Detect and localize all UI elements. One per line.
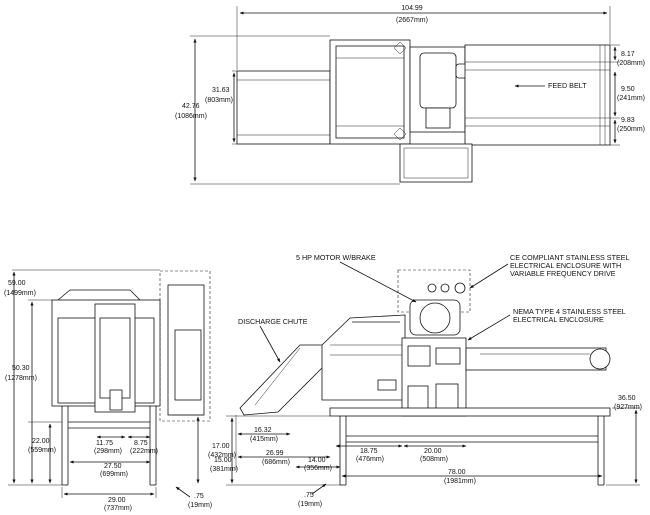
dim-top-depth: 42.76 (182, 103, 200, 110)
dim-side-len: 78.00 (448, 469, 466, 476)
dim-side-e: 20.00 (424, 448, 442, 455)
dim-end-side: 17.00 (212, 443, 230, 450)
end-view: 59.00 (1499mm) 50.30 (1278mm) 22.00 (559… (4, 269, 236, 512)
dim-end-c: 27.50 (104, 463, 122, 470)
dim-end-leg: 22.00 (32, 438, 50, 445)
dim-belt-a-mm: (208mm) (617, 60, 645, 67)
dim-side-d-mm: (476mm) (356, 456, 384, 463)
dim-side-e-mm: (508mm) (420, 456, 448, 463)
dim-side-b-mm: (686mm) (262, 459, 290, 466)
dim-end-side-mm: (432mm) (208, 452, 236, 459)
nema-label-2: ELECTRICAL ENCLOSURE (513, 315, 604, 324)
dim-end-a-mm: (298mm) (94, 448, 122, 455)
dim-side-c: 14.00 (308, 457, 326, 464)
dim-side-b: 26.99 (266, 450, 284, 457)
dim-end-base: 29.00 (108, 497, 126, 504)
dim-top-inner: 31.63 (212, 87, 230, 94)
ce-label-2: ELECTRICAL ENCLOSURE WITH (510, 261, 621, 270)
dim-end-b-mm: (222mm) (130, 448, 158, 455)
dim-end-c-mm: (699mm) (100, 471, 128, 478)
ce-label-3: VARIABLE FREQUENCY DRIVE (510, 269, 616, 278)
nema-label-1: NEMA TYPE 4 STAINLESS STEEL (513, 307, 626, 316)
dim-side-height: 36.50 (618, 395, 636, 402)
dim-side-len-mm: (1981mm) (444, 478, 476, 485)
dim-side-c-mm: (356mm) (304, 465, 332, 472)
dim-end-mid: 50.30 (12, 365, 30, 372)
dim-side-low-mm: (381mm) (210, 466, 238, 473)
dim-end-b: 8.75 (134, 440, 148, 447)
ce-label-1: CE COMPLIANT STAINLESS STEEL (510, 253, 630, 262)
dim-top-width-mm: (2667mm) (396, 17, 428, 24)
dim-side-a-mm: (415mm) (250, 436, 278, 443)
dim-end-base-mm: (737mm) (104, 505, 132, 512)
feed-belt-label: FEED BELT (548, 81, 587, 90)
dim-top-inner-mm: (803mm) (205, 97, 233, 104)
top-view: FEED BELT 104.99 (2667mm) 42.76 (1086mm)… (175, 5, 645, 185)
dim-end-mid-mm: (1278mm) (5, 375, 37, 382)
motor-label: 5 HP MOTOR W/BRAKE (296, 253, 376, 262)
dim-end-a: 11.75 (96, 440, 113, 447)
dim-side-height-mm: (927mm) (614, 404, 642, 411)
dim-end-height-mm: (1499mm) (4, 290, 36, 297)
side-view: 5 HP MOTOR W/BRAKE CE COMPLIANT STAINLES… (210, 253, 642, 508)
dim-belt-c-mm: (250mm) (617, 126, 645, 133)
dim-side-low: 15.00 (214, 457, 232, 464)
dim-belt-c: 9.83 (621, 117, 635, 124)
dim-top-width: 104.99 (401, 5, 423, 12)
dim-side-foot-mm: (19mm) (298, 501, 322, 508)
chute-label: DISCHARGE CHUTE (238, 317, 308, 326)
dim-side-a: 16.32 (254, 427, 272, 434)
dim-side-d: 18.75 (360, 448, 378, 455)
dim-side-foot: .75 (304, 492, 314, 499)
dim-end-height: 59.00 (8, 280, 26, 287)
dim-end-foot: .75 (194, 493, 204, 500)
dim-belt-b: 9.50 (621, 86, 635, 93)
dim-end-leg-mm: (559mm) (28, 447, 56, 454)
dim-belt-b-mm: (241mm) (617, 95, 645, 102)
dim-belt-a: 8.17 (621, 51, 635, 58)
dim-top-depth-mm: (1086mm) (175, 113, 207, 120)
dim-end-foot-mm: (19mm) (188, 502, 212, 509)
